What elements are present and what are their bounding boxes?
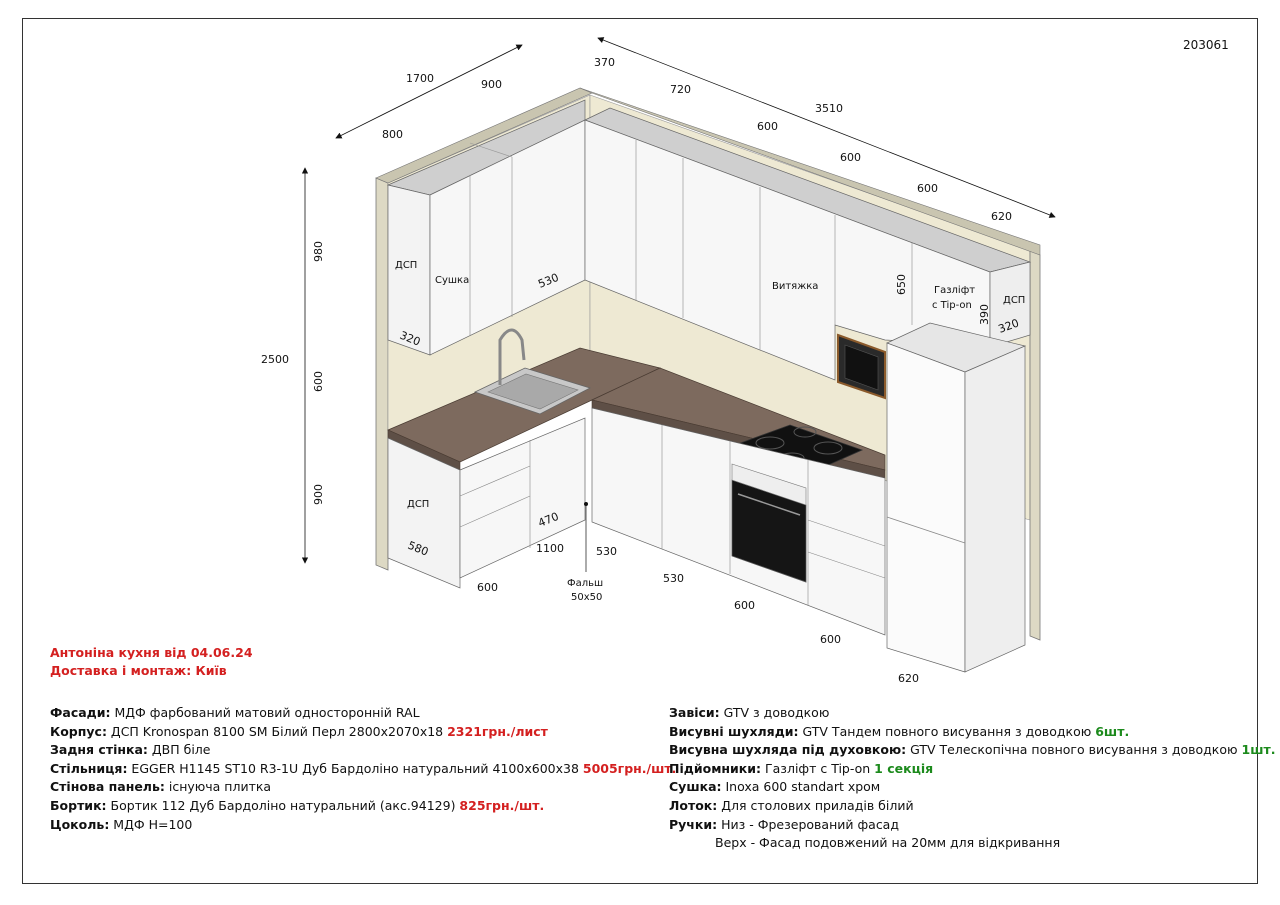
fridge-side [964, 345, 1026, 673]
dim-600-mid: 600 [312, 371, 325, 392]
spec-row: Висувна шухляда під духовкою: GTV Телеск… [669, 742, 1276, 758]
drawing-frame [22, 18, 1258, 884]
order-number: 203061 [1183, 38, 1229, 52]
dim-3510: 3510 [815, 102, 843, 115]
label-falsh-size: 50x50 [571, 592, 602, 603]
dim-600-top-c: 600 [917, 182, 938, 195]
label-tipon: с Tip-on [932, 300, 972, 311]
spec-row: Корпус: ДСП Kronospan 8100 SM Білий Перл… [50, 723, 548, 739]
dim-650: 650 [895, 274, 908, 295]
spec-row: Фасади: МДФ фарбований матовий односторо… [50, 705, 420, 720]
dim-620-bottom: 620 [898, 672, 919, 685]
spec-row: Висувні шухляди: GTV Тандем повного вису… [669, 723, 1130, 739]
label-hood: Витяжка [772, 281, 818, 292]
spec-row: Лоток: Для столових приладів білий [669, 797, 914, 813]
left-wall [375, 177, 389, 571]
dim-390: 390 [978, 304, 991, 325]
dim-600-bottom-b: 600 [734, 599, 755, 612]
dim-530-b: 530 [663, 572, 684, 585]
label-falsh: Фальш [567, 578, 603, 589]
kitchen-isometric-drawing: 1700 900 800 370 720 3510 600 600 600 62… [261, 37, 1056, 685]
dim-530-a: 530 [596, 545, 617, 558]
spec-row: Сушка: Inoxa 600 standart хром [669, 779, 881, 795]
dim-900-low: 900 [312, 484, 325, 505]
dim-2500: 2500 [261, 353, 289, 366]
specs-right-column: Завіси: GTV з доводкою Висувні шухляди: … [669, 704, 1275, 853]
specs-left-column: Фасади: МДФ фарбований матовий односторо… [50, 704, 676, 834]
order-title-block: Антоніна кухня від 04.06.24 Доставка і м… [50, 644, 253, 680]
dim-600-bottom-left: 600 [477, 581, 498, 594]
label-dryer: Сушка [435, 275, 469, 286]
spec-row: Ручки: Низ - Фрезерований фасад [669, 816, 899, 832]
label-dsp-lower: ДСП [407, 499, 429, 510]
label-dsp-upper-right: ДСП [1003, 295, 1025, 306]
dim-600-top-b: 600 [840, 151, 861, 164]
dim-370: 370 [594, 56, 615, 69]
spec-row: Задня стінка: ДВП біле [50, 742, 211, 758]
spec-row: Стінова панель: існуюча плитка [50, 779, 272, 795]
order-title: Антоніна кухня від 04.06.24 [50, 645, 253, 660]
spec-row: Бортик: Бортик 112 Дуб Бардоліно натурал… [50, 797, 545, 813]
dim-800: 800 [382, 128, 403, 141]
dim-1700: 1700 [406, 72, 434, 85]
upper-right-side [989, 261, 1031, 348]
label-dsp-upper-left: ДСП [395, 260, 417, 271]
faucet [498, 328, 526, 385]
dim-900: 900 [481, 78, 502, 91]
spec-row: Цоколь: МДФ H=100 [50, 816, 193, 832]
spec-row: Завіси: GTV з доводкою [669, 705, 830, 720]
dim-720: 720 [670, 83, 691, 96]
spec-row: Підйомники: Газліфт с Tip-on 1 секція [669, 760, 934, 776]
right-wall-edge [1029, 249, 1041, 641]
dim-1100: 1100 [536, 542, 564, 555]
label-gaslift: Газліфт [934, 284, 975, 296]
dim-600-top-a: 600 [757, 120, 778, 133]
spec-row: Стільниця: EGGER H1145 ST10 R3-1U Дуб Ба… [50, 760, 677, 776]
handles-top-note: Верх - Фасад подовжений на 20мм для відк… [715, 835, 1061, 851]
dim-620-top: 620 [991, 210, 1012, 223]
base-left-side [387, 437, 461, 589]
dim-600-bottom-c: 600 [820, 633, 841, 646]
fridge-front [886, 342, 966, 673]
dim-980: 980 [312, 241, 325, 262]
base-left-front [459, 417, 586, 579]
delivery-info: Доставка і монтаж: Київ [50, 663, 227, 678]
